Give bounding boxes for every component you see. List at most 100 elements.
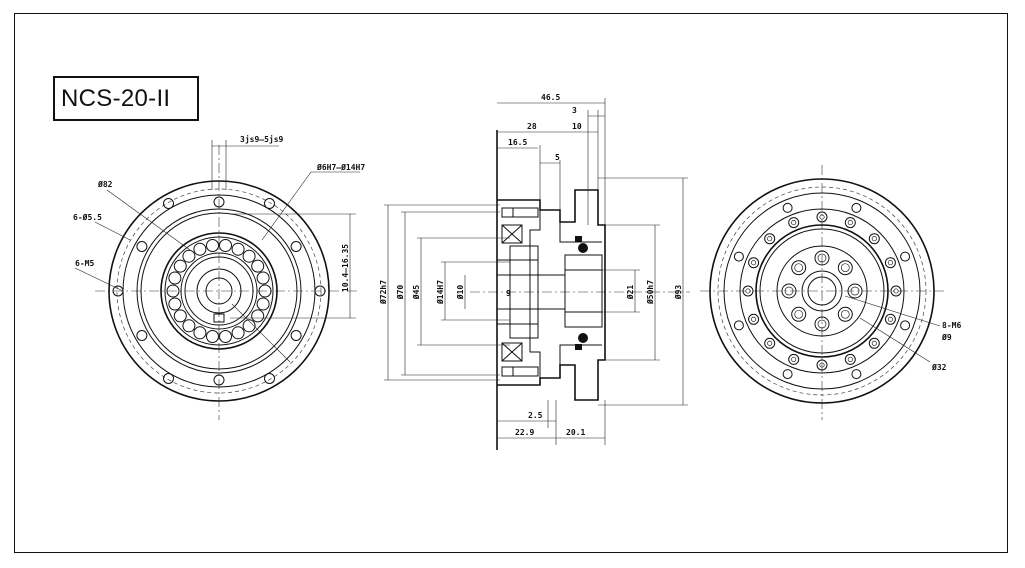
dim-16-5-label: 16.5	[508, 138, 527, 147]
flange-hole-inner	[751, 260, 757, 266]
diameter-82-label: Ø82	[97, 179, 113, 189]
m6-hole-inner	[794, 263, 804, 273]
bolt-hole	[290, 330, 302, 341]
section-view: 46.5 3 28 10 16.5 5 Ø72h7 Ø70 Ø45 Ø14H7 …	[378, 93, 690, 450]
flange-hole-inner	[847, 220, 853, 226]
rear-view: 8-M6 Ø9 Ø32	[700, 165, 961, 420]
bolt-hole	[213, 374, 225, 386]
bearing-roller	[166, 284, 180, 298]
diameter-93-label: Ø93	[673, 285, 683, 301]
m6-hole	[814, 250, 830, 266]
outer-bolt-hole	[782, 369, 793, 380]
bolt-hole	[136, 241, 148, 252]
flange-hole-inner	[893, 288, 899, 294]
flange-hole	[816, 211, 828, 223]
flange-hole-inner	[871, 340, 877, 346]
outer-bolt-hole	[851, 369, 862, 380]
bolt-hole	[136, 330, 148, 341]
bearing-roller	[206, 239, 219, 252]
flange-hole-inner	[751, 316, 757, 322]
bearing-roller	[256, 297, 270, 311]
flange-hole	[764, 233, 776, 245]
bore-tolerance-label: Ø6H7—Ø14H7	[316, 162, 365, 172]
outer-bolt-hole	[782, 202, 793, 213]
bolt-hole	[290, 241, 302, 252]
bearing-roller	[193, 242, 207, 256]
flange-hole	[844, 353, 856, 365]
diameter-32-label: Ø32	[931, 362, 947, 372]
bearing-roller	[182, 319, 196, 333]
flange-hole	[868, 233, 880, 245]
flange-hole-inner	[791, 220, 797, 226]
m6-hole-inner	[817, 319, 827, 329]
bearing-roller	[256, 271, 270, 285]
bearing-roller	[182, 249, 196, 263]
m6-hole-inner	[840, 309, 850, 319]
bearing-roller	[231, 326, 245, 340]
bearing-roller	[251, 259, 265, 273]
diameter-21-label: Ø21	[625, 285, 635, 301]
flange-hole	[748, 257, 760, 269]
flange-hole-inner	[745, 288, 751, 294]
flange-hole	[748, 313, 760, 325]
flange-hole-inner	[887, 260, 893, 266]
flange-hole-inner	[819, 362, 825, 368]
dim-5-label: 5	[555, 153, 560, 162]
bearing-roller	[219, 239, 232, 252]
m6-hole	[791, 306, 807, 322]
bearing-roller	[168, 271, 182, 285]
flange-hole	[764, 337, 776, 349]
bearing-roller	[242, 319, 256, 333]
bearing-roller	[231, 242, 245, 256]
flange-hole-inner	[871, 236, 877, 242]
holes-m6-label: 8-M6	[942, 321, 961, 330]
dim-20-1-label: 20.1	[566, 428, 585, 437]
bolt-hole	[163, 198, 174, 209]
m6-hole-inner	[784, 286, 794, 296]
bearing-roller	[206, 330, 219, 343]
flange-hole	[788, 353, 800, 365]
flange-hole-inner	[791, 356, 797, 362]
m6-hole	[781, 283, 797, 299]
dim-2-5-label: 2.5	[528, 411, 543, 420]
bolt-hole	[264, 373, 275, 384]
front-view: 3js9—5js9 Ø6H7—Ø14H7 Ø82 6-Ø5.5 6-M5 10.…	[73, 134, 365, 420]
flange-hole	[884, 313, 896, 325]
m6-hole-inner	[840, 263, 850, 273]
m6-hole-inner	[817, 253, 827, 263]
m6-hole	[847, 283, 863, 299]
bearing-roller	[193, 326, 207, 340]
dim-22-9-label: 22.9	[515, 428, 534, 437]
length-46-5-label: 46.5	[541, 93, 560, 102]
bolt-hole	[163, 373, 174, 384]
flange-hole-inner	[847, 356, 853, 362]
m6-hole	[814, 316, 830, 332]
diameter-10-label: Ø10	[455, 285, 465, 301]
m6-hole	[837, 260, 853, 276]
bearing-roller	[173, 309, 187, 323]
bolt-hole	[213, 196, 225, 208]
outer-bolt-hole	[900, 320, 911, 331]
diameter-70-label: Ø70	[395, 285, 405, 301]
diameter-50-label: Ø50h7	[645, 280, 655, 305]
flange-hole	[816, 359, 828, 371]
holes-5-5-label: 6-Ø5.5	[73, 212, 102, 222]
flange-hole-inner	[767, 340, 773, 346]
m6-hole-inner	[850, 286, 860, 296]
outer-bolt-hole	[733, 320, 744, 331]
drawing-frame	[14, 13, 1008, 553]
m6-hole-inner	[794, 309, 804, 319]
flange-hole	[844, 217, 856, 229]
dim-3-label: 3	[572, 106, 577, 115]
flange-hole	[742, 285, 754, 297]
bearing-roller	[251, 309, 265, 323]
flange-hole-inner	[767, 236, 773, 242]
bearing-roller	[242, 249, 256, 263]
flange-hole	[868, 337, 880, 349]
flange-hole	[788, 217, 800, 229]
flange-hole-inner	[819, 214, 825, 220]
flange-hole-inner	[887, 316, 893, 322]
model-title-box: NCS-20-II	[53, 76, 199, 121]
diameter-45-label: Ø45	[411, 285, 421, 301]
